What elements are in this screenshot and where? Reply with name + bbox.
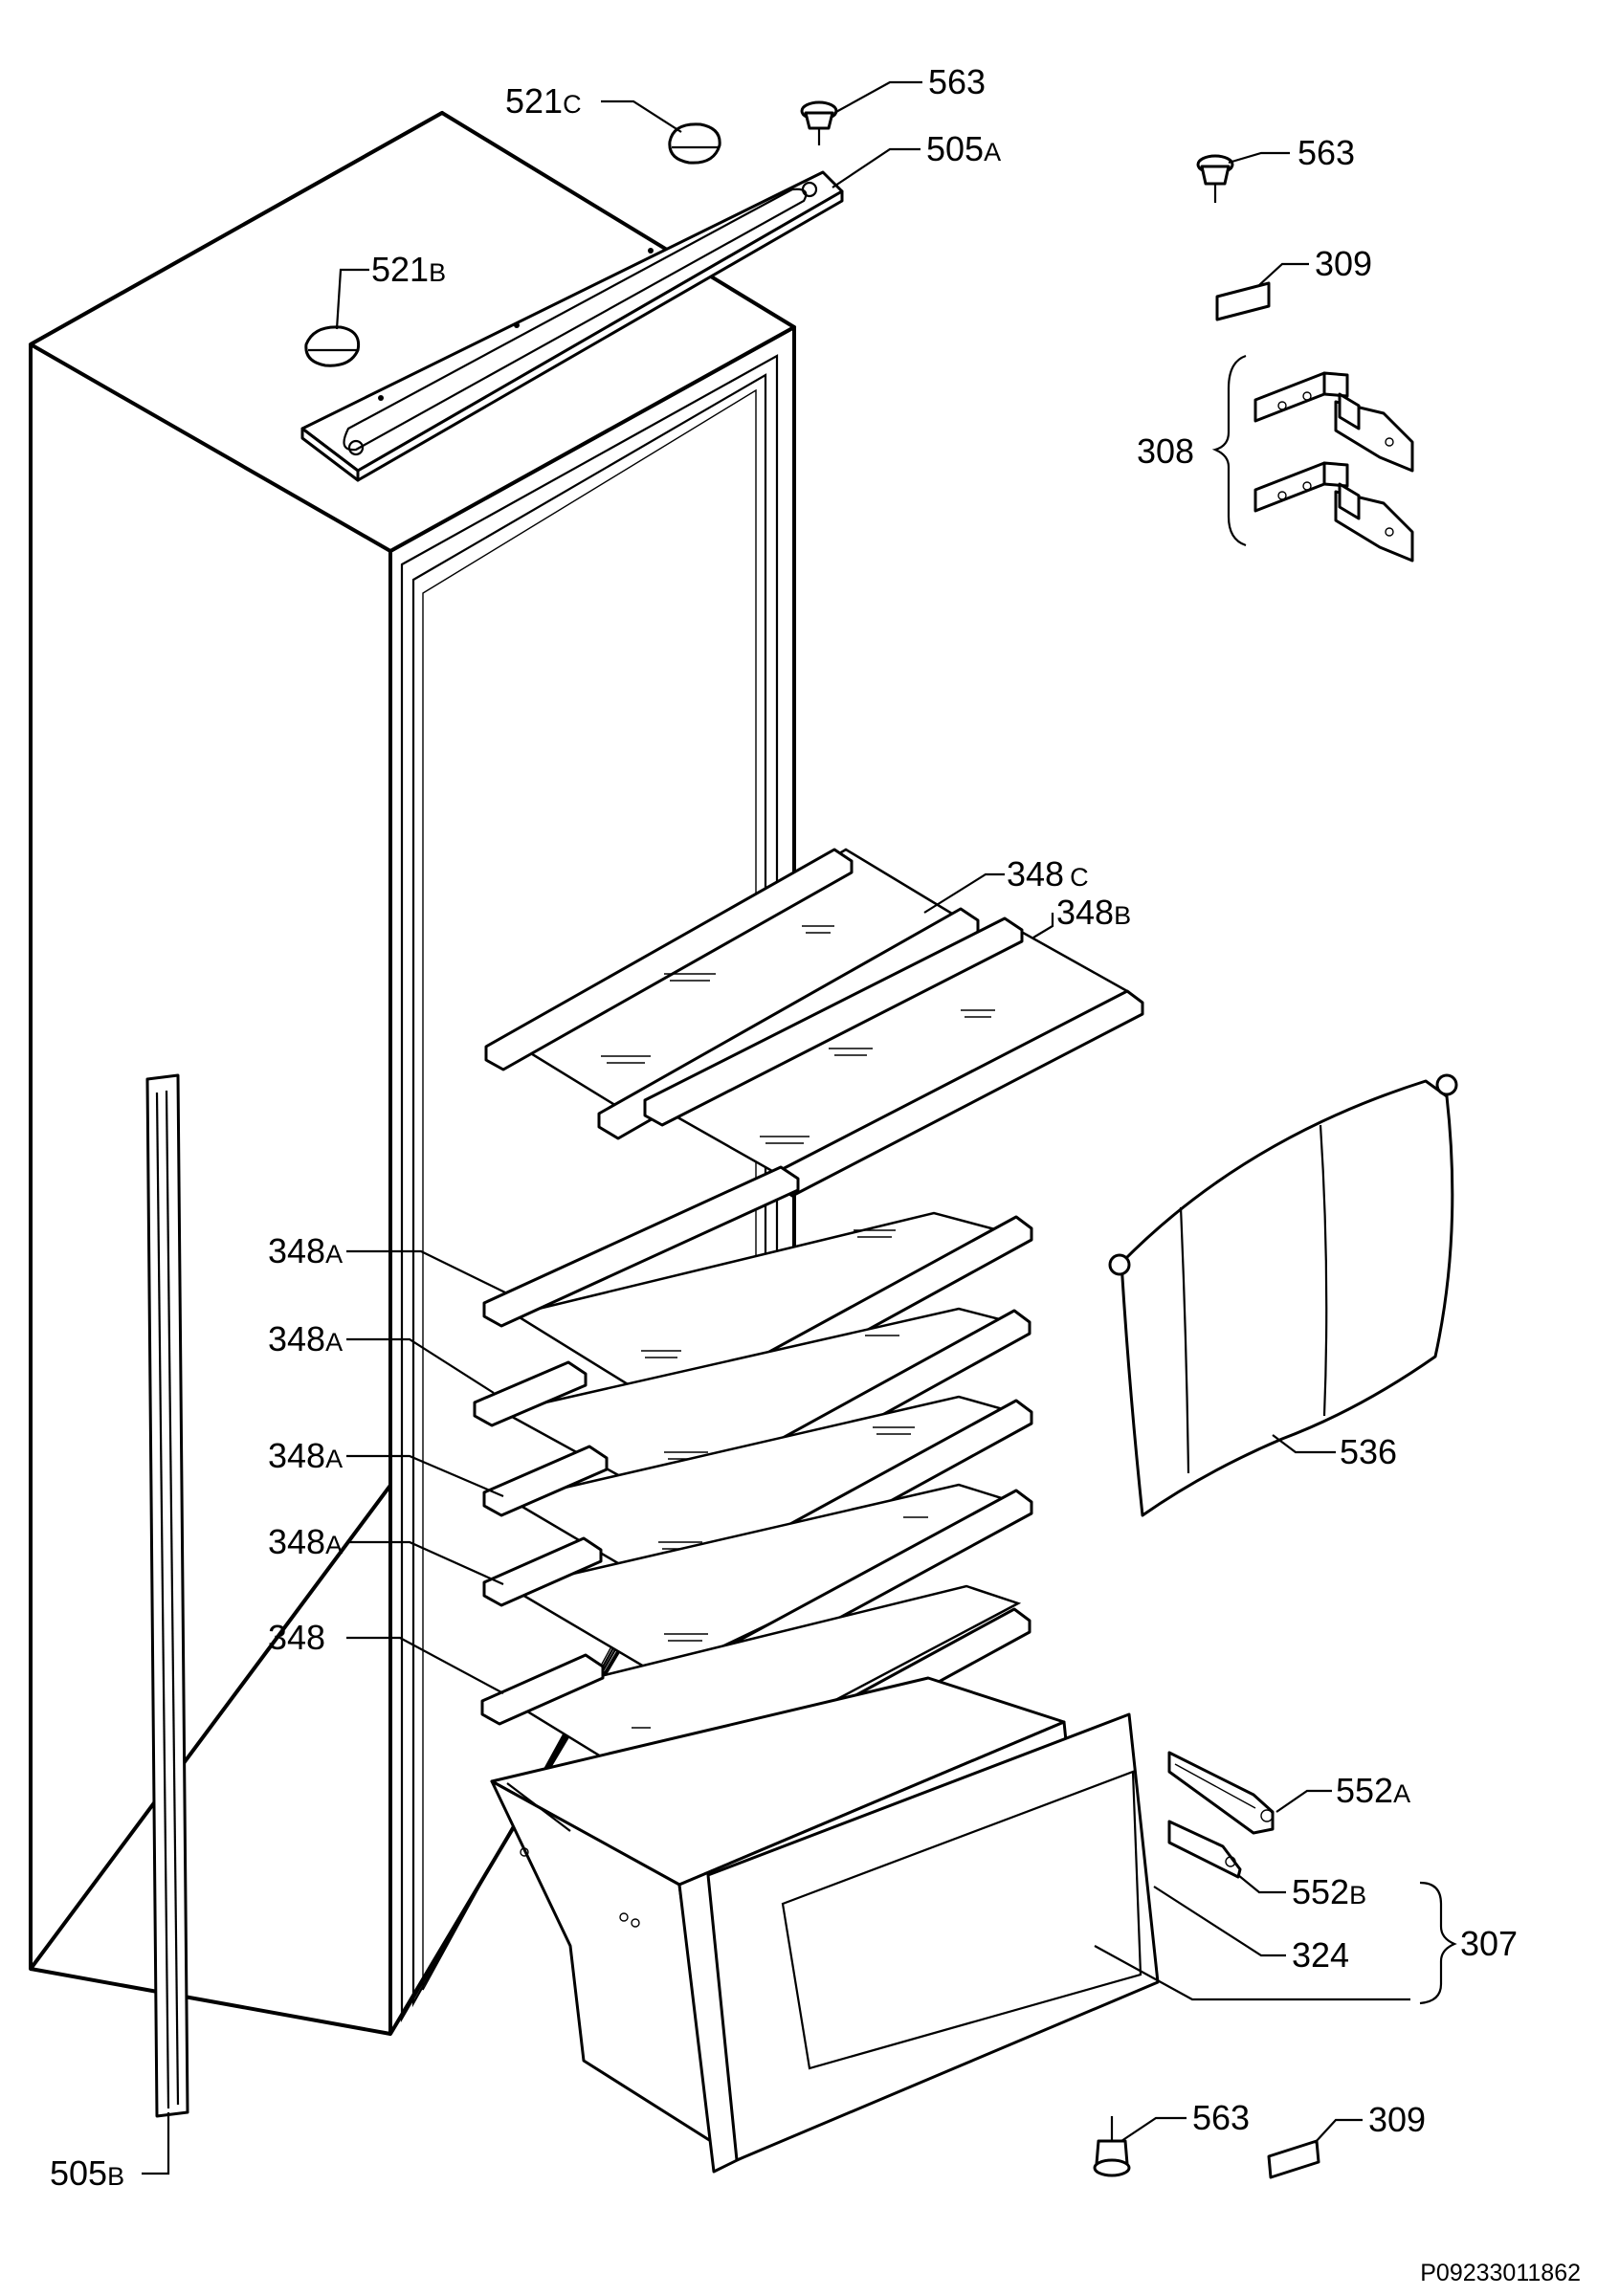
hinge-lower	[1253, 461, 1414, 563]
label-348a-4: 348A	[268, 1522, 343, 1561]
crisper-drawer	[490, 1676, 1160, 2174]
leader-lines	[142, 80, 1410, 2175]
door-strip-505b	[145, 1073, 189, 2118]
label-563-top: 563	[928, 62, 986, 101]
cover-cap-521c	[668, 122, 721, 165]
label-348a-1: 348A	[268, 1231, 343, 1270]
screw-563-bottom	[1093, 2116, 1131, 2177]
rail-552a	[1167, 1751, 1275, 1835]
label-521c: 521C	[505, 81, 582, 121]
plate-309-bottom	[1267, 2139, 1320, 2179]
screw-563-right	[1196, 154, 1234, 203]
screw-563-top	[800, 100, 838, 145]
hinge-upper	[1253, 371, 1414, 473]
label-521b: 521B	[371, 250, 446, 289]
label-505b: 505B	[50, 2153, 124, 2193]
label-348: 348	[268, 1618, 325, 1657]
cabinet-body	[29, 111, 796, 2036]
label-563-right: 563	[1298, 133, 1355, 172]
hinge-set-308	[1211, 354, 1414, 563]
top-cover-505a	[300, 170, 844, 482]
label-308: 308	[1137, 431, 1194, 471]
label-552a: 552A	[1336, 1771, 1410, 1810]
label-309-top: 309	[1315, 244, 1372, 283]
label-563-bottom: 563	[1192, 2098, 1250, 2137]
label-505a: 505A	[926, 129, 1001, 168]
label-552b: 552B	[1292, 1872, 1366, 1911]
label-324: 324	[1292, 1935, 1349, 1975]
label-348a-2: 348A	[268, 1319, 343, 1358]
label-348a-3: 348A	[268, 1436, 343, 1475]
label-309-bottom: 309	[1368, 2100, 1426, 2139]
brace-307	[1419, 1881, 1457, 2005]
cover-cap-521b	[304, 325, 361, 367]
label-348b: 348B	[1056, 893, 1131, 932]
document-number: P09233011862	[1420, 2260, 1581, 2286]
shelf-348c	[484, 848, 980, 1140]
plate-309-top	[1215, 281, 1271, 321]
rail-552b	[1167, 1820, 1242, 1879]
label-536: 536	[1340, 1432, 1397, 1471]
label-307: 307	[1460, 1924, 1518, 1963]
crisper-cover-536	[1108, 1073, 1458, 1517]
